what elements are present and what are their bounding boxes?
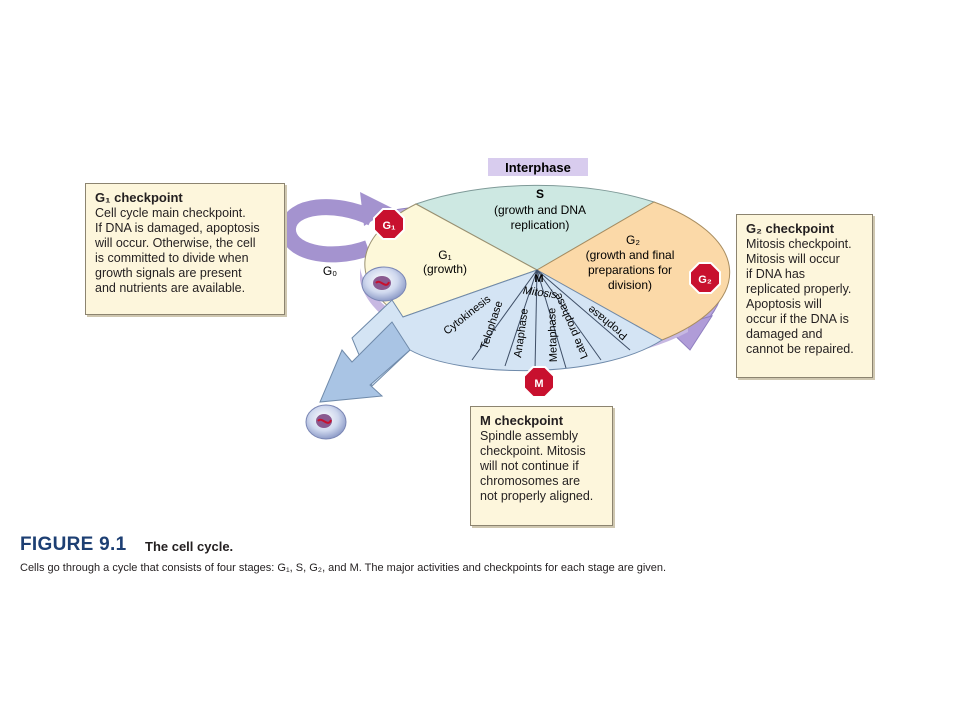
- m-checkpoint-title: M checkpoint: [480, 413, 564, 428]
- s-sector: [414, 184, 656, 271]
- s-line2: replication): [511, 218, 570, 232]
- m-title: M: [534, 273, 543, 285]
- interphase-label: Interphase: [505, 160, 571, 175]
- s-title: S: [536, 187, 544, 201]
- m-exit-arrow: [319, 321, 411, 403]
- g1-checkpoint-callout: G₁ checkpoint Cell cycle main checkpoint…: [85, 183, 285, 315]
- stage-metaphase: Metaphase: [546, 307, 560, 362]
- g2-sector: [535, 201, 731, 341]
- g2-checkpoint-body: Mitosis checkpoint. Mitosis will occur i…: [746, 237, 854, 356]
- g0-loop-arrowhead: [360, 192, 392, 226]
- g0-label: G₀: [323, 264, 337, 278]
- figure-title: The cell cycle.: [145, 539, 234, 554]
- figure-description: Cells go through a cycle that consists o…: [20, 562, 667, 574]
- m-checkpoint-body: Spindle assembly checkpoint. Mitosis wil…: [480, 429, 594, 503]
- g2-line3: division): [608, 278, 652, 292]
- g2-badge-label: G₂: [698, 274, 712, 286]
- m-stage-dividers: [471, 269, 631, 371]
- g1-checkpoint-title: G₁ checkpoint: [95, 190, 183, 205]
- cell-image-top: [361, 266, 407, 302]
- g2-checkpoint-title: G₂ checkpoint: [746, 221, 835, 236]
- m-checkpoint-callout: M checkpoint Spindle assembly checkpoint…: [470, 406, 613, 526]
- g1-badge-label: G₁: [382, 220, 396, 232]
- m-sector: [351, 269, 663, 387]
- cell-image-bottom: [305, 404, 347, 440]
- mitosis-label: Mitosis: [522, 285, 558, 302]
- g2-checkpoint-callout: G₂ checkpoint Mitosis checkpoint. Mitosi…: [736, 214, 873, 378]
- figure-number: FIGURE 9.1: [20, 534, 127, 555]
- m-badge-label: M: [534, 378, 543, 390]
- g1-checkpoint-body: Cell cycle main checkpoint. If DNA is da…: [95, 206, 260, 295]
- g1-line1: (growth): [423, 262, 467, 276]
- g2-line2: preparations for: [588, 263, 672, 277]
- g1-title: G₁: [438, 248, 451, 262]
- g1-checkpoint-badge: G₁: [373, 208, 405, 240]
- g2-title: G₂: [626, 233, 640, 247]
- g2-checkpoint-badge: G₂: [689, 262, 721, 294]
- interphase-label-bg: [488, 158, 588, 176]
- s-line1: (growth and DNA: [494, 203, 586, 217]
- m-checkpoint-badge: M: [523, 366, 555, 398]
- g2-line1: (growth and final: [586, 248, 675, 262]
- g0-loop-arrow: [280, 199, 376, 263]
